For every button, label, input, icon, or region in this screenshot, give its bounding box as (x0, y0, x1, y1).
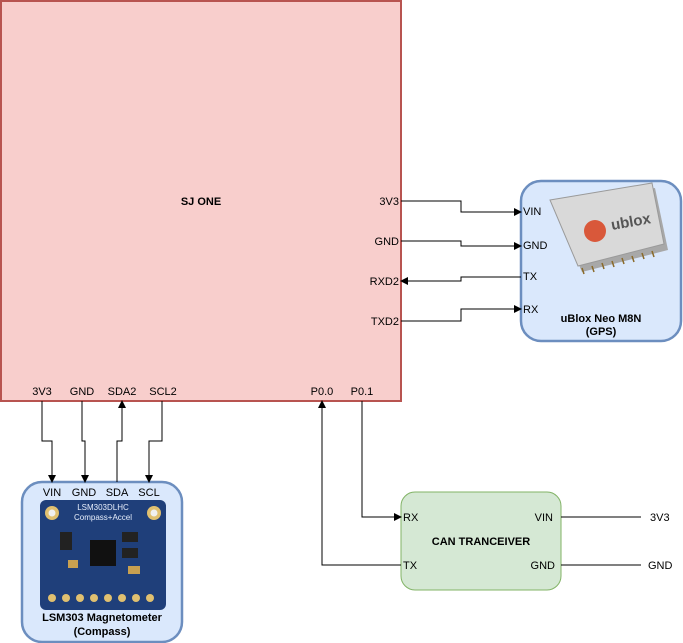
can-title: CAN TRANCEIVER (432, 536, 530, 548)
sjone-pin-sda2: SDA2 (108, 386, 137, 398)
compass-pin-vin: VIN (43, 487, 61, 499)
can-pin-rx: RX (403, 512, 419, 524)
sjone-title: SJ ONE (181, 196, 221, 208)
gps-pin-vin: VIN (523, 206, 541, 218)
can-transceiver (400, 491, 562, 591)
sjone-pin-gnd: GND (375, 236, 400, 248)
can-pin-tx: TX (403, 560, 418, 572)
wire-p01-to-can-rx (361, 401, 402, 521)
gps-pin-tx: TX (523, 271, 538, 283)
wire-gnd-to-gps-gnd (401, 240, 522, 250)
sjone-pin-txd2: TXD2 (371, 316, 399, 328)
sjone-pin-3v3: 3V3 (379, 196, 399, 208)
compass-board-text-2: Compass+Accel (74, 513, 132, 522)
gps-chip-image: ublox (549, 182, 668, 275)
sjone-board (0, 0, 402, 402)
wire-can-tx-to-p00 (318, 400, 401, 566)
sjone-pin-bottom-3v3: 3V3 (32, 386, 52, 398)
wire-txd2-to-gps-rx (401, 305, 522, 322)
sjone-pin-bottom-gnd: GND (70, 386, 95, 398)
gps-pin-gnd: GND (523, 240, 548, 252)
wire-gnd-to-compass-gnd (81, 401, 89, 483)
wire-3v3-to-compass-vin (41, 401, 56, 483)
sjone-pin-rxd2: RXD2 (370, 276, 399, 288)
gps-title-line2: (GPS) (586, 326, 617, 338)
compass-pin-gnd: GND (72, 487, 97, 499)
compass-pin-sda: SDA (106, 487, 129, 499)
wire-scl2-to-compass-scl (145, 401, 163, 483)
can-pin-vin: VIN (535, 512, 553, 524)
wire-compass-sda-to-sda2 (116, 400, 126, 482)
sjone-pin-p01: P0.1 (351, 386, 374, 398)
can-ext-3v3: 3V3 (650, 512, 670, 524)
wire-gps-tx-to-rxd2 (400, 276, 521, 285)
gps-pin-rx: RX (523, 304, 539, 316)
can-pin-gnd: GND (531, 560, 556, 572)
sjone-pin-scl2: SCL2 (149, 386, 177, 398)
can-ext-gnd: GND (648, 560, 673, 572)
gps-chip-logo: ublox (610, 210, 653, 234)
compass-board-image: LSM303DLHC Compass+Accel (40, 500, 166, 610)
wire-3v3-to-gps-vin (401, 200, 522, 216)
compass-pin-scl: SCL (138, 487, 159, 499)
compass-title-line2: (Compass) (74, 626, 131, 638)
gps-title-line1: uBlox Neo M8N (561, 313, 642, 325)
sjone-pin-p00: P0.0 (311, 386, 334, 398)
compass-title-line1: LSM303 Magnetometer (42, 612, 163, 624)
compass-board-text-1: LSM303DLHC (77, 503, 129, 512)
